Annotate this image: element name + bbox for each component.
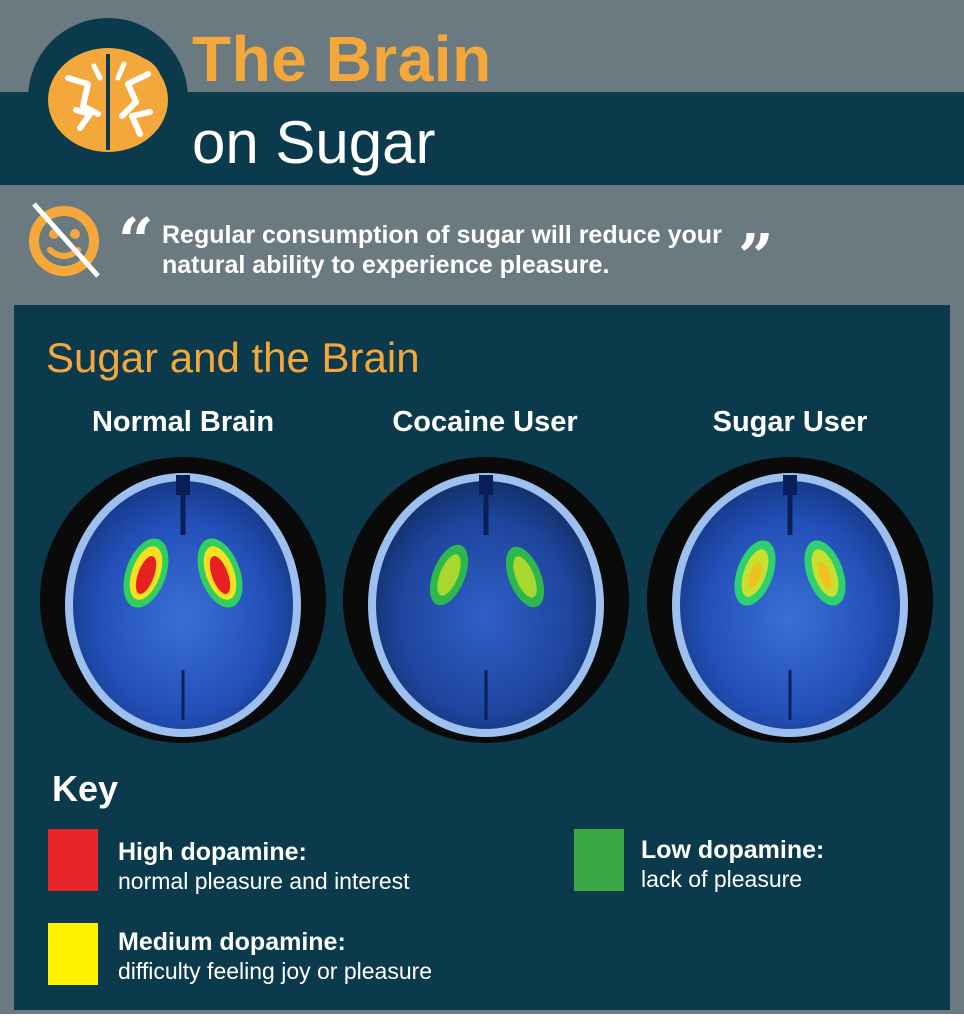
key-label-medium: Medium dopamine: — [118, 928, 346, 956]
no-smile-icon — [29, 202, 100, 278]
brain-scan-normal — [40, 457, 326, 743]
key-label-low: Low dopamine: — [641, 836, 825, 864]
section-title: Sugar and the Brain — [46, 334, 420, 381]
title-line-1: The Brain — [192, 23, 492, 95]
key-title: Key — [52, 768, 119, 809]
title-line-2: on Sugar — [192, 109, 436, 176]
quote-close-mark: ” — [738, 220, 774, 293]
quote-open-mark: “ — [118, 204, 154, 277]
swatch-low — [574, 829, 624, 891]
brain-scan-sugar — [647, 457, 933, 743]
swatch-high — [48, 829, 98, 891]
quote-text: Regular consumption of sugar will reduce… — [162, 221, 722, 279]
key-desc-medium: difficulty feeling joy or pleasure — [118, 958, 433, 984]
brain-icon — [48, 48, 168, 152]
scan-label-sugar: Sugar User — [712, 406, 868, 438]
key-desc-high: normal pleasure and interest — [118, 868, 410, 894]
key-desc-low: lack of pleasure — [641, 866, 803, 892]
scan-label-cocaine: Cocaine User — [392, 406, 578, 438]
quote-band — [0, 185, 964, 301]
scan-label-normal: Normal Brain — [91, 406, 275, 438]
brain-scan-cocaine — [343, 457, 629, 743]
key-label-high: High dopamine: — [118, 838, 307, 866]
swatch-medium — [48, 923, 98, 985]
logo — [28, 18, 188, 178]
bottom-strip — [0, 1014, 964, 1024]
